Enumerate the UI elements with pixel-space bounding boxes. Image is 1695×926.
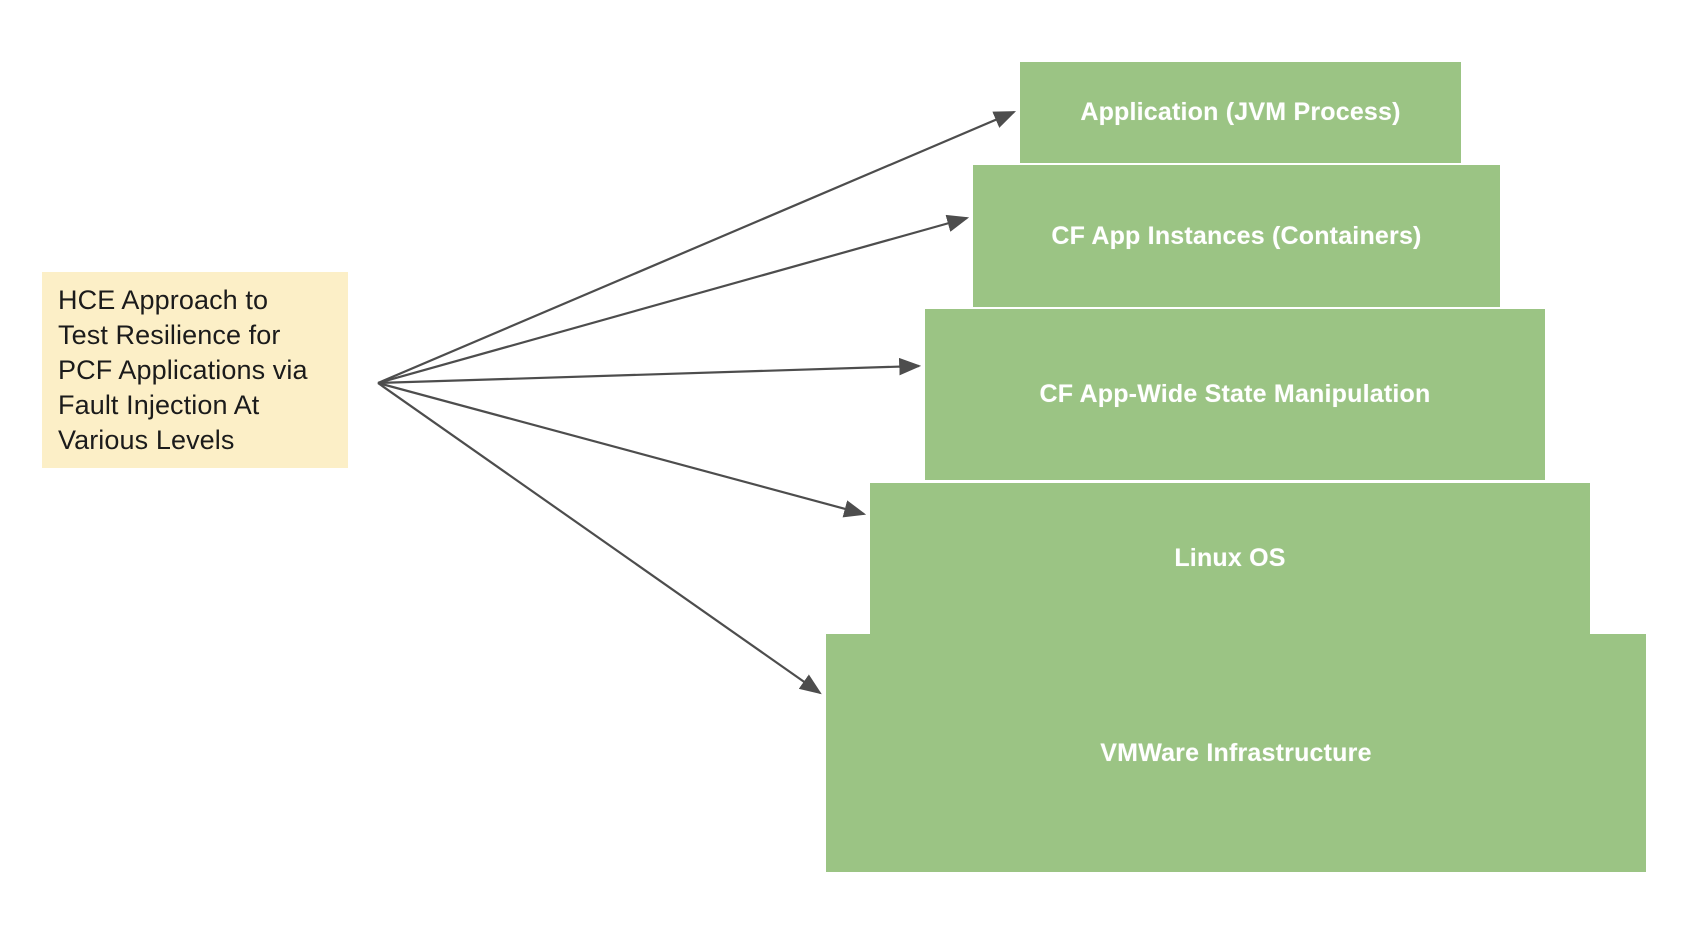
connector-to-linux-os [377,381,867,518]
connector-to-cf-instances [377,214,970,385]
layer-box-cf-app-instances[interactable]: CF App Instances (Containers) [973,165,1500,307]
layer-box-vmware-infrastructure[interactable]: VMWare Infrastructure [826,634,1646,872]
connector-to-cf-state [377,357,922,385]
layer-box-linux-os[interactable]: Linux OS [870,483,1590,634]
layer-label-cf-app-wide-state: CF App-Wide State Manipulation [1039,380,1431,408]
layer-label-linux-os: Linux OS [1174,544,1286,572]
layer-box-application[interactable]: Application (JVM Process) [1020,62,1461,163]
source-note-box[interactable]: HCE Approach to Test Resilience for PCF … [42,272,348,468]
connector-to-vmware [377,382,822,695]
connector-to-application [377,110,1017,385]
layer-label-cf-app-instances: CF App Instances (Containers) [1051,221,1422,250]
layer-label-application: Application (JVM Process) [1080,98,1401,126]
layer-box-cf-app-wide-state[interactable]: CF App-Wide State Manipulation [925,309,1545,480]
layer-label-vmware-infrastructure: VMWare Infrastructure [1100,738,1372,767]
source-note-text: HCE Approach to Test Resilience for PCF … [58,284,308,455]
